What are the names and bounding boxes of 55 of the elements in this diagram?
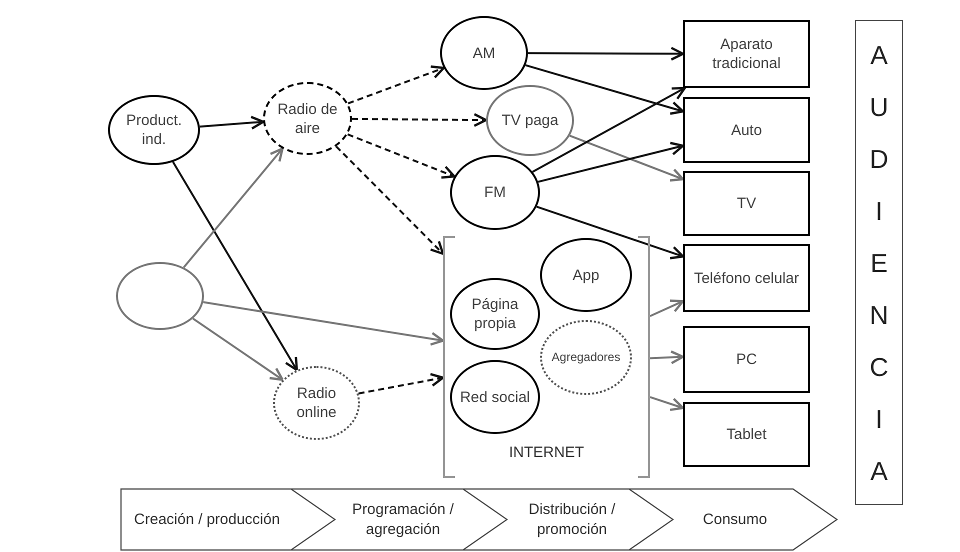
node-label: Auto xyxy=(730,120,763,140)
chevron-step xyxy=(674,488,838,551)
device-box xyxy=(683,402,810,467)
node-label: AM xyxy=(472,44,496,62)
device-box xyxy=(683,326,810,393)
bracket-group xyxy=(443,236,650,478)
node-label: TV paga xyxy=(500,111,560,130)
node-label: Teléfono celular xyxy=(692,268,800,288)
arrow xyxy=(536,206,684,260)
node-label: PC xyxy=(735,350,758,369)
node-label: App xyxy=(572,266,600,284)
arrow xyxy=(650,396,684,412)
arrow xyxy=(172,161,298,372)
node-label: Product. ind. xyxy=(125,111,183,149)
node-label: Consumo xyxy=(702,510,768,530)
node-label: INTERNET xyxy=(509,442,584,462)
arrow xyxy=(192,318,284,381)
arrow xyxy=(528,46,684,61)
arrow xyxy=(650,300,684,318)
channel-ellipse xyxy=(450,155,540,230)
audience-box xyxy=(855,20,903,505)
arrow xyxy=(358,372,444,394)
node-label: TV xyxy=(736,194,758,213)
node-label: Tablet xyxy=(725,425,768,444)
node-label: Radio online xyxy=(295,384,338,422)
arrow xyxy=(183,148,284,268)
node-label: Programación / agregación xyxy=(351,500,455,540)
device-box xyxy=(683,20,810,88)
node-label: Aparato tradicional xyxy=(711,35,782,73)
chevron-step xyxy=(336,488,508,551)
node-label: AUDIENCIA xyxy=(868,38,890,488)
arrow xyxy=(650,350,684,364)
arrow xyxy=(203,301,444,346)
node-label: FM xyxy=(483,183,507,202)
arrow xyxy=(200,116,264,130)
chevron-step xyxy=(120,488,336,551)
node-label: Agregadores xyxy=(550,349,622,366)
device-box xyxy=(683,244,810,312)
arrow xyxy=(335,146,444,255)
node-label: Radio de aire xyxy=(276,100,339,138)
arrow xyxy=(569,134,684,182)
arrow xyxy=(348,65,445,104)
node-label: Distribución / promoción xyxy=(528,500,616,540)
arrow xyxy=(347,133,456,179)
device-box xyxy=(683,97,810,163)
arrow xyxy=(525,64,684,115)
node-label: Creación / producción xyxy=(134,510,280,530)
node-label: Página propia xyxy=(470,295,520,333)
node-label: Red social xyxy=(458,388,532,406)
chevron-step xyxy=(508,488,674,551)
arrow xyxy=(538,142,684,183)
arrow xyxy=(532,86,686,173)
channel-ellipse xyxy=(486,85,574,156)
device-box xyxy=(683,171,810,236)
arrow xyxy=(352,113,488,127)
